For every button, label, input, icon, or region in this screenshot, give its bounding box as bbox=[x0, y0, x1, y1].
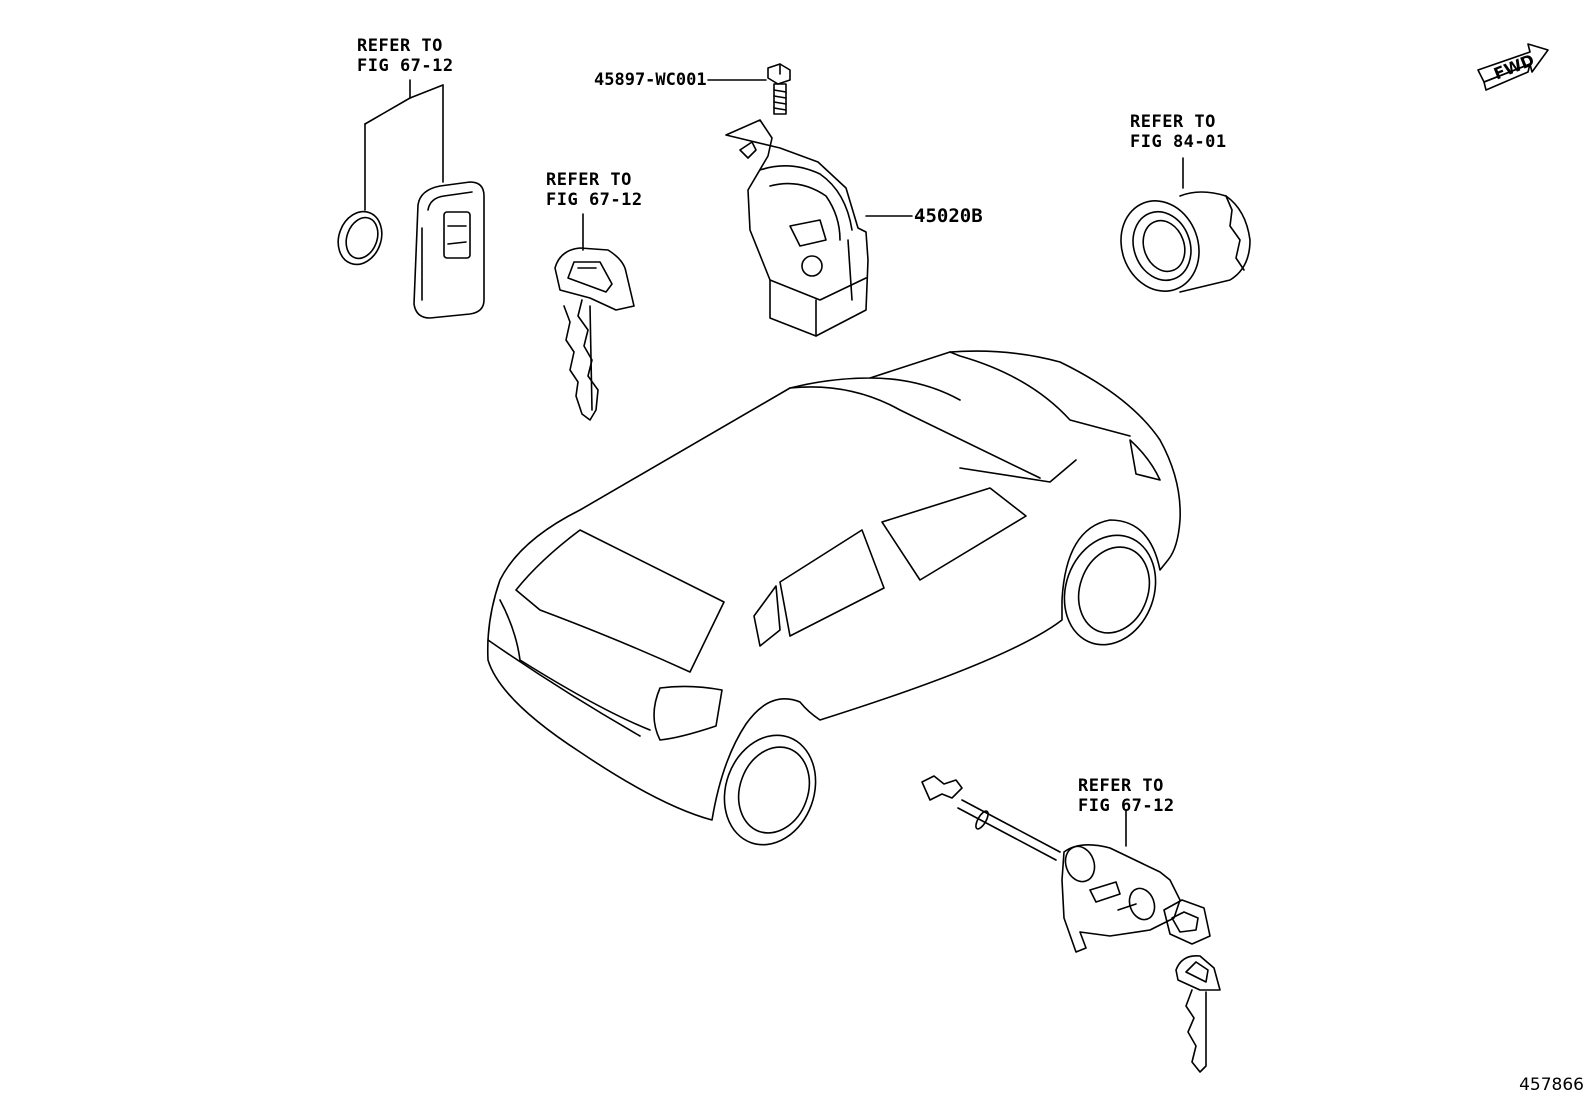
lock-assembly-icon bbox=[725, 119, 869, 337]
screw-part-number: 45897-WC001 bbox=[594, 70, 707, 90]
switch-refer-label: REFER TO FIG 84-01 bbox=[1130, 112, 1227, 152]
lock-assembly-part-number: 45020B bbox=[914, 205, 983, 227]
cylinder-refer-label: REFER TO FIG 67-12 bbox=[1078, 776, 1175, 816]
forward-arrow-icon: FWD bbox=[1477, 43, 1549, 91]
push-start-switch-icon bbox=[1120, 191, 1251, 293]
screw-icon bbox=[767, 63, 791, 115]
door-lock-cylinder-icon bbox=[921, 775, 1221, 1073]
remote-leader-lines bbox=[364, 79, 444, 211]
mechanical-key-icon bbox=[554, 247, 635, 421]
remote-fob-icon bbox=[413, 181, 485, 319]
key-refer-label: REFER TO FIG 67-12 bbox=[546, 170, 643, 210]
battery-ring-icon bbox=[337, 210, 383, 266]
vehicle-outline-icon bbox=[486, 350, 1181, 846]
remote-refer-label: REFER TO FIG 67-12 bbox=[357, 36, 454, 76]
figure-number: 457866 bbox=[1519, 1075, 1584, 1095]
